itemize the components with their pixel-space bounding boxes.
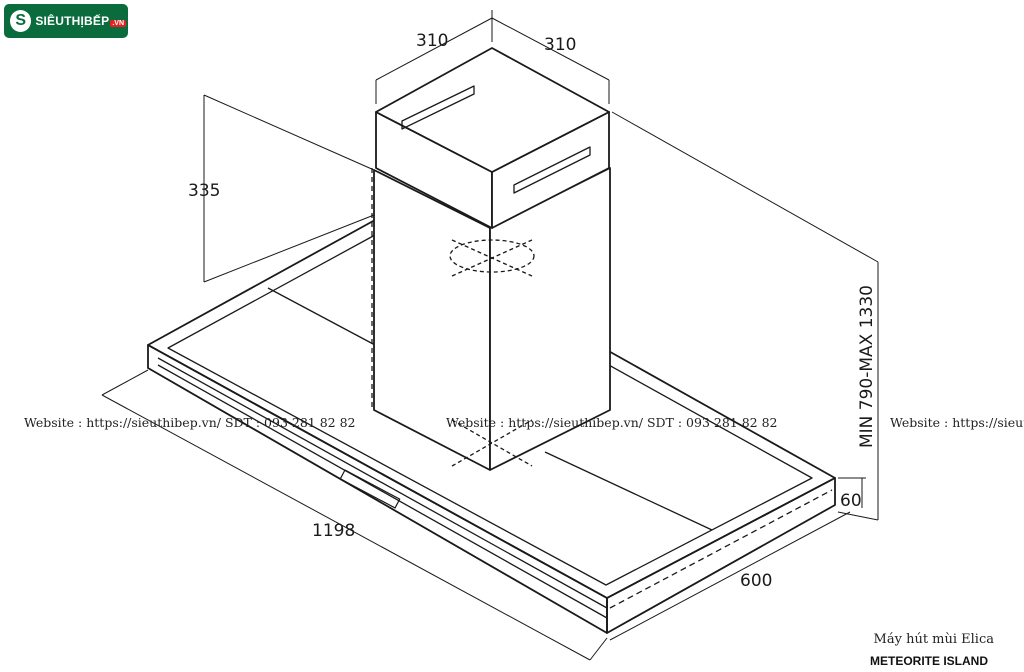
- logo-mark-icon: S: [10, 10, 32, 32]
- hood-side-face: [606, 477, 836, 634]
- duct-cross-line: [451, 419, 533, 467]
- hood-panel-line: [544, 451, 713, 531]
- hood-front-inner-line: [157, 364, 608, 619]
- label-chimney-depth: 310: [416, 31, 448, 51]
- dim-ext-line: [101, 369, 149, 396]
- duct-cross-line: [451, 419, 533, 467]
- watermark-right: Website : https://sieuthibep.vn/: [890, 415, 1024, 430]
- control-panel: [339, 469, 401, 509]
- dim-line-hood-width: [101, 394, 591, 661]
- label-chimney-height: 335: [188, 181, 220, 201]
- label-total-height: MIN 790-MAX 1330: [857, 285, 877, 448]
- hood-front-inner-line: [157, 357, 608, 609]
- dim-line-hood-depth: [609, 511, 851, 641]
- dim-ext-line: [203, 214, 375, 283]
- dim-ext-line: [611, 111, 879, 263]
- label-hood-thickness: 60: [840, 491, 862, 511]
- logo-tld: .VN: [110, 19, 126, 27]
- watermark-middle: Website : https://sieuthibep.vn/ SDT : 0…: [446, 415, 778, 430]
- chimney-vent-slot: [513, 146, 591, 194]
- duct-cross-line: [451, 239, 533, 277]
- dim-line-chimney-depth: [375, 17, 493, 81]
- hood-panel-line: [267, 287, 376, 346]
- dim-ext-line: [203, 94, 375, 171]
- logo-text: SIÊUTHỊBẾP: [35, 14, 110, 28]
- hood-side-inner-line: [609, 489, 833, 609]
- watermark-left: Website : https://sieuthibep.vn/ SDT : 0…: [24, 415, 356, 430]
- brand-logo[interactable]: S SIÊUTHỊBẾP .VN: [4, 4, 128, 38]
- chimney-top-face: [375, 47, 610, 173]
- label-hood-depth: 600: [740, 571, 772, 591]
- dim-ext-line: [589, 637, 608, 661]
- dim-line-chimney-width: [491, 17, 610, 81]
- product-model-caption: METEORITE ISLAND: [869, 654, 988, 668]
- chimney-vent-slot: [401, 85, 475, 130]
- product-type-caption: Máy hút mùi Elica: [873, 632, 994, 647]
- label-chimney-width: 310: [544, 35, 576, 55]
- dim-ext-line: [837, 511, 879, 521]
- hood-top-inner-edge: [167, 234, 813, 586]
- label-hood-width: 1198: [312, 521, 355, 541]
- duct-opening: [449, 239, 535, 273]
